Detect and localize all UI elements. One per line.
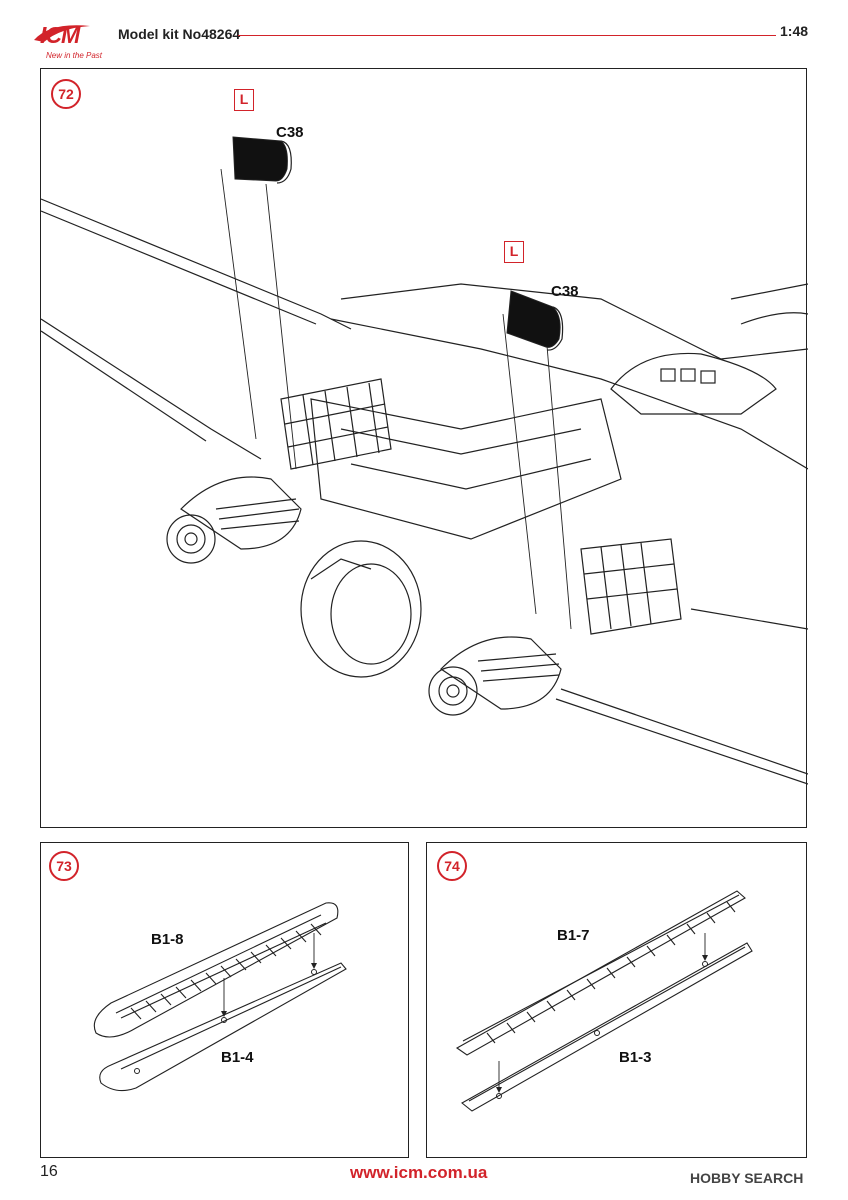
hobby-search-watermark: HOBBY SEARCH [690,1170,804,1186]
step-73-panel: 73 B1-8 B1-4 [40,842,409,1158]
aileron-assembly-drawing [93,902,347,1092]
logo-swoosh-icon [34,25,90,42]
logo-text: ICM [40,22,80,48]
logo-tagline: New in the Past [46,51,103,60]
kit-number: Model kit No48264 [118,26,241,42]
step-number-73: 73 [49,851,79,881]
part-label-c38: C38 [276,124,304,141]
website-link[interactable]: www.icm.com.ua [350,1163,488,1182]
step-72-panel: 72 L C38 L C38 [40,68,808,828]
scale-label: 1:48 [780,23,809,39]
part-label-b1-7: B1-7 [557,927,590,944]
step-number-72: 72 [51,79,81,109]
page-header: ICM New in the Past Model kit No48264 1:… [0,0,848,70]
aileron-assembly-drawing [455,890,753,1112]
step-74-panel: 74 B1-7 B1-3 [426,842,807,1158]
left-side-marker: L [234,89,254,111]
left-side-marker: L [504,241,524,263]
header-divider [238,35,776,36]
part-label-b1-3: B1-3 [619,1049,652,1066]
step-number-74: 74 [437,851,467,881]
part-label-b1-8: B1-8 [151,931,184,948]
aircraft-assembly-drawing [41,136,808,785]
page-number: 16 [40,1163,58,1180]
part-label-b1-4: B1-4 [221,1049,254,1066]
icm-logo: ICM New in the Past [30,20,108,64]
part-label-c38: C38 [551,283,579,300]
